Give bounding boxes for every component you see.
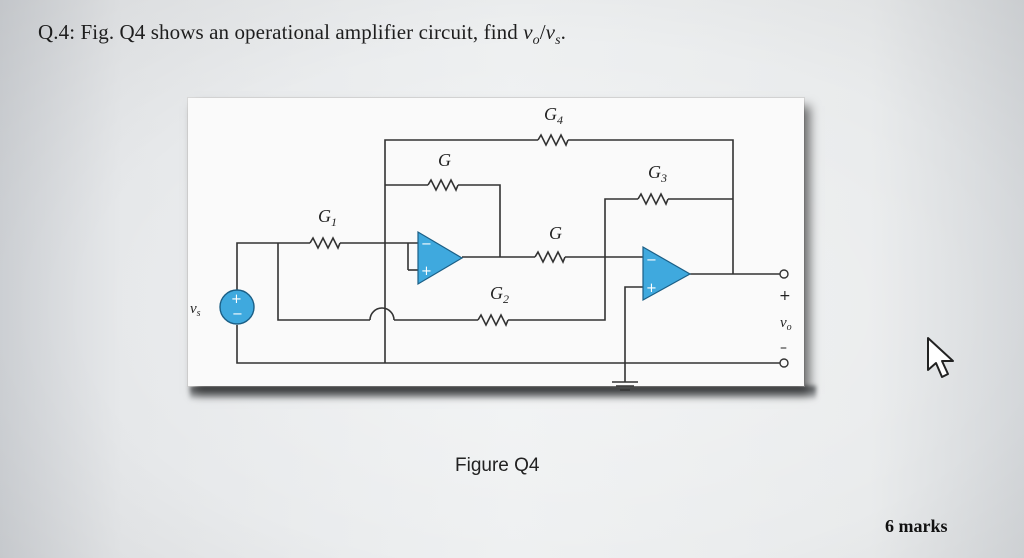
opamp-1-plus: +	[421, 264, 432, 279]
circuit-wires	[236, 139, 780, 382]
wire-g-top-right	[458, 184, 501, 257]
resistor-g1	[309, 236, 341, 250]
wire-ref-left	[277, 243, 370, 321]
voltage-source	[219, 289, 255, 325]
question-suffix: .	[560, 20, 567, 44]
label-vs: vs	[190, 301, 201, 319]
resistor-g3	[637, 192, 669, 206]
wire-g2-right	[508, 198, 638, 321]
label-g2: G2	[490, 283, 509, 306]
resistor-g-top	[427, 178, 459, 192]
label-g-top: G	[438, 150, 451, 170]
output-terminal-bottom	[779, 358, 789, 368]
wire-g4-left	[384, 139, 538, 363]
wire-g1-left	[236, 242, 310, 290]
opamp-1-minus: −	[421, 237, 432, 252]
label-g4: G4	[544, 104, 563, 127]
ratio-numerator: v	[523, 20, 533, 44]
ratio-separator: /	[539, 20, 546, 44]
opamp-2-minus: −	[646, 253, 657, 268]
output-terminal-top	[779, 269, 789, 279]
ratio-denominator: v	[545, 20, 556, 44]
question-prefix: Q.4: Fig. Q4 shows an operational amplif…	[38, 20, 524, 44]
mouse-cursor-icon	[927, 337, 954, 378]
resistors	[309, 133, 669, 327]
opamp-2-plus: +	[646, 281, 657, 296]
opamp-2	[642, 245, 692, 302]
label-g1: G1	[318, 206, 337, 229]
ratio-numerator-sub: o	[532, 33, 540, 49]
marks-label: 6 marks	[885, 516, 948, 536]
wire-bottom-rail	[236, 325, 780, 364]
label-vo: vo	[780, 315, 792, 333]
figure-card	[188, 98, 804, 386]
wire-g4-right	[568, 139, 734, 274]
resistor-g2	[477, 313, 509, 327]
resistor-g-mid	[534, 250, 566, 264]
resistor-g4	[537, 133, 569, 147]
opamp-1	[417, 230, 464, 286]
question-text: Q.4: Fig. Q4 shows an operational amplif…	[38, 20, 566, 49]
label-g3: G3	[648, 162, 667, 185]
figure-caption: Figure Q4	[455, 455, 540, 476]
output-plus: +	[779, 288, 791, 304]
ratio-denominator-sub: s	[555, 33, 561, 49]
source-plus: +	[231, 292, 242, 307]
label-g-mid: G	[549, 223, 562, 243]
ground-symbol	[612, 381, 638, 391]
wire-op2-plus	[624, 286, 643, 382]
figure-shadow	[190, 386, 816, 400]
output-minus: –	[780, 340, 787, 356]
wire-crossover	[369, 307, 395, 321]
source-minus: −	[232, 307, 243, 322]
